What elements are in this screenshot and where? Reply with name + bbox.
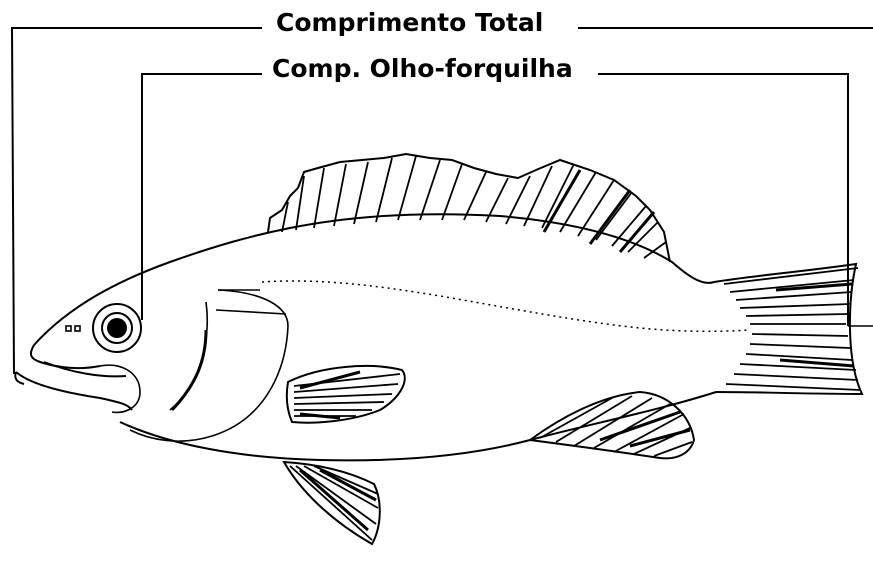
- pectoral-fin: [287, 366, 405, 423]
- fish-eye: [93, 304, 141, 352]
- total-length-label: Comprimento Total: [276, 8, 543, 37]
- pelvic-fin: [284, 462, 380, 544]
- dorsal-fin: [268, 154, 670, 262]
- caudal-fin: [714, 264, 873, 394]
- eye-fork-length-line: [142, 74, 848, 326]
- anal-fin: [530, 392, 694, 458]
- eye-fork-length-label: Comp. Olho-forquilha: [272, 54, 573, 83]
